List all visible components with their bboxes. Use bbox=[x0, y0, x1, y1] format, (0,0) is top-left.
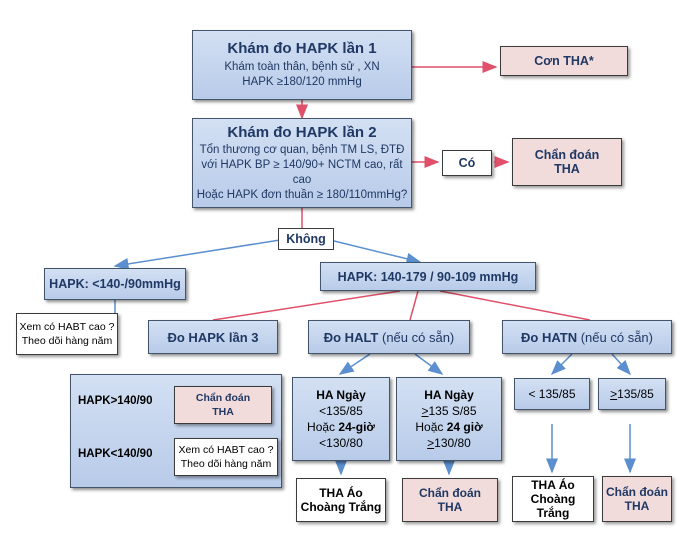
diagnosis-top-line1: Chẩn đoán bbox=[534, 148, 600, 162]
outcome-4-line1: Chẩn đoán bbox=[606, 485, 668, 499]
panel-low-result-line1: Xem có HABT cao ? bbox=[178, 444, 274, 456]
hatn-label: Đo HATN (nếu có sẵn) bbox=[521, 329, 653, 345]
arrow-no-to-low bbox=[113, 239, 281, 270]
arrow-hatn-to-high bbox=[611, 353, 632, 376]
mid-branch-label: HAPK: 140-179 / 90-109 mmHg bbox=[337, 269, 519, 284]
halt-high-line1: HA Ngày bbox=[424, 388, 474, 402]
crisis-label: Cơn THA* bbox=[534, 54, 594, 68]
halt-box: Đo HALT (nếu có sẵn) bbox=[308, 320, 470, 354]
hatn-box: Đo HATN (nếu có sẵn) bbox=[502, 320, 672, 354]
visit2-box: Khám đo HAPK lần 2 Tổn thương cơ quan, b… bbox=[192, 118, 412, 208]
visit2-title: Khám đo HAPK lần 2 bbox=[227, 123, 377, 141]
low-branch-label: HAPK: <140-/90mmHg bbox=[49, 277, 181, 291]
mid-branch-box: HAPK: 140-179 / 90-109 mmHg bbox=[320, 262, 536, 291]
low-note-box: Xem có HABT cao ? Theo dõi hàng năm bbox=[16, 313, 118, 355]
line-mid-to-hatn bbox=[439, 290, 591, 321]
panel-low-label: HAPK<140/90 bbox=[78, 448, 153, 460]
yes-label: Có bbox=[458, 156, 476, 170]
outcome-4: Chẩn đoán THA bbox=[602, 476, 672, 522]
line-mid-to-halt bbox=[409, 290, 419, 321]
diagnosis-top-box: Chẩn đoán THA bbox=[512, 138, 622, 186]
arrow-halt-to-high bbox=[414, 353, 444, 375]
outcome-4-line2: THA bbox=[624, 499, 650, 513]
visit2-line3: Hoặc HAPK đơn thuần ≥ 180/110mmHg? bbox=[196, 188, 408, 201]
outcome-3-line1: THA Áo bbox=[531, 478, 575, 492]
yes-box: Có bbox=[442, 150, 492, 176]
panel-high-label: HAPK>140/90 bbox=[78, 395, 153, 407]
halt-label: Đo HALT (nếu có sẵn) bbox=[323, 329, 455, 345]
panel-high-result-line1: Chẩn đoán bbox=[195, 392, 251, 404]
outcome-1-line1: THA Áo bbox=[319, 486, 363, 500]
hatn-low-box: < 135/85 bbox=[514, 378, 590, 410]
visit2-line2: với HAPK BP ≥ 140/90+ NCTM cao, rất cao bbox=[201, 158, 403, 186]
visit1-line2: HAPK ≥180/120 mmHg bbox=[242, 76, 362, 88]
hatn-high-label: >135/85 bbox=[610, 387, 654, 401]
outcome-2-line2: THA bbox=[437, 500, 463, 514]
halt-high-line2: >135 S/85 bbox=[421, 404, 477, 418]
halt-low-box: HA Ngày <135/85 Hoặc 24-giờ <130/80 bbox=[292, 377, 390, 461]
outcome-2: Chẩn đoán THA bbox=[402, 478, 498, 522]
outcome-3: THA Áo Choàng Trắng bbox=[512, 476, 594, 522]
crisis-box: Cơn THA* bbox=[500, 46, 628, 76]
low-note-line1: Xem có HABT cao ? bbox=[19, 321, 115, 333]
arrow-no-to-mid bbox=[329, 239, 422, 265]
panel-low-result-line2: Theo dõi hàng năm bbox=[180, 458, 272, 470]
halt-low-line4: <130/80 bbox=[319, 436, 363, 450]
halt-low-line1: HA Ngày bbox=[316, 388, 366, 402]
outcome-1-line2: Choàng Trắng bbox=[300, 500, 382, 514]
no-label: Không bbox=[286, 232, 326, 246]
panel-high-result: Chẩn đoán THA bbox=[174, 386, 272, 424]
visit3-box: Đo HAPK lần 3 bbox=[148, 320, 278, 354]
outcome-2-line1: Chẩn đoán bbox=[419, 486, 481, 500]
visit1-line1: Khám toàn thân, bệnh sử , XN bbox=[224, 61, 380, 73]
hatn-low-label: < 135/85 bbox=[528, 387, 576, 401]
diagnosis-top-line2: THA bbox=[554, 162, 580, 176]
low-note-line2: Theo dõi hàng năm bbox=[21, 335, 113, 347]
arrow-hatn-to-low bbox=[550, 353, 573, 376]
visit1-title: Khám đo HAPK lần 1 bbox=[227, 40, 377, 57]
panel-high-result-line2: THA bbox=[212, 406, 234, 418]
arrow-halt-to-low bbox=[338, 353, 371, 375]
halt-high-box: HA Ngày >135 S/85 Hoặc 24 giờ >130/80 bbox=[396, 377, 502, 461]
visit1-box: Khám đo HAPK lần 1 Khám toàn thân, bệnh … bbox=[192, 30, 412, 100]
outcome-3-line2: Choàng Trắng bbox=[530, 492, 576, 520]
no-box: Không bbox=[278, 228, 334, 250]
panel-low-result: Xem có HABT cao ? Theo dõi hàng năm bbox=[174, 438, 278, 476]
hatn-high-box: >135/85 bbox=[598, 378, 666, 410]
halt-low-line3: Hoặc 24-giờ bbox=[307, 420, 375, 434]
halt-high-line3: Hoặc 24 giờ bbox=[415, 420, 483, 434]
halt-high-line4: >130/80 bbox=[427, 436, 471, 450]
outcome-1: THA Áo Choàng Trắng bbox=[296, 478, 386, 522]
visit2-line1: Tổn thương cơ quan, bệnh TM LS, ĐTĐ bbox=[199, 143, 405, 156]
halt-low-line2: <135/85 bbox=[319, 404, 363, 418]
line-mid-to-visit3 bbox=[212, 290, 401, 321]
visit3-label: Đo HAPK lần 3 bbox=[167, 329, 259, 345]
low-branch-box: HAPK: <140-/90mmHg bbox=[44, 268, 186, 300]
